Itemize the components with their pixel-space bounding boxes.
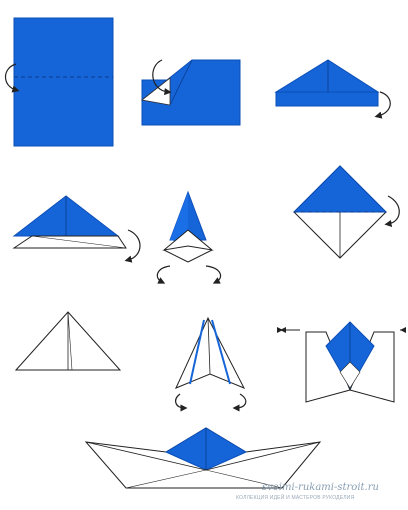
- step-5-open-hat: [157, 192, 220, 282]
- fold-arrow-icon: [157, 266, 170, 282]
- fold-arrow-icon: [236, 394, 246, 408]
- step-6-diamond: [294, 166, 399, 258]
- fold-arrow-icon: [128, 230, 140, 260]
- step-7-white-triangle: [16, 312, 120, 370]
- step-4-hat-folded: [14, 196, 140, 260]
- fold-arrow-icon: [176, 394, 184, 408]
- step-1-sheet: [6, 18, 114, 146]
- step-3-triangle-hat: [276, 60, 390, 116]
- step-2-corner-fold: [142, 60, 240, 125]
- fold-arrow-icon: [388, 196, 399, 224]
- step-8-narrow-cone: [176, 318, 246, 408]
- watermark-site: svoimi-rukami-stroit.ru: [262, 482, 379, 493]
- fold-arrow-icon: [206, 266, 221, 282]
- step-10-finished-boat: [86, 428, 320, 488]
- fold-arrow-icon: [378, 92, 390, 116]
- pull-arrow-icon: [400, 327, 406, 333]
- watermark-tagline: КОЛЛЕКЦИЯ ИДЕЙ И МАСТЕРОВ РУКОДЕЛИЯ: [236, 495, 354, 501]
- step-9-pulled-apart: [280, 322, 406, 402]
